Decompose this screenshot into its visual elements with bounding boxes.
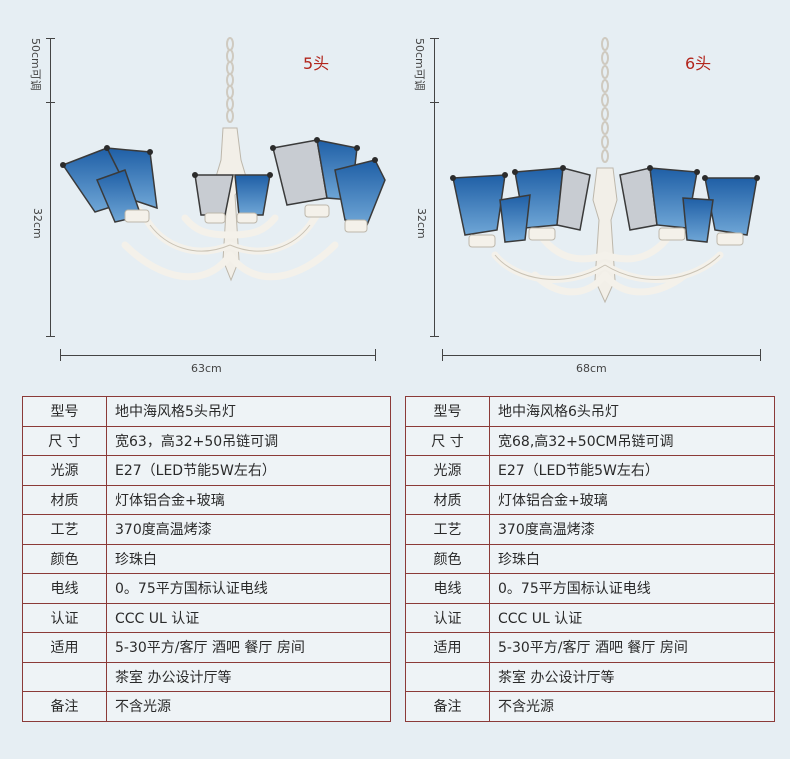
spec-key: 工艺 xyxy=(405,514,490,545)
width-label: 63cm xyxy=(191,362,222,375)
spec-value: 宽68,高32+50CM吊链可调 xyxy=(489,425,775,456)
width-dimension-line xyxy=(60,355,375,356)
dimension-tick xyxy=(760,349,761,361)
spec-value: 370度高温烤漆 xyxy=(106,514,391,545)
spec-key: 尺 寸 xyxy=(405,425,490,456)
spec-row: 尺 寸宽63，高32+50吊链可调 xyxy=(22,425,391,456)
product-panel-6-head: 50cm可调 32cm 6头 68cm xyxy=(395,0,790,385)
spec-value: CCC UL 认证 xyxy=(106,602,391,633)
spec-value: 地中海风格5头吊灯 xyxy=(106,396,391,427)
spec-key: 颜色 xyxy=(405,543,490,574)
dimension-tick xyxy=(46,38,55,39)
spec-value: 地中海风格6头吊灯 xyxy=(489,396,775,427)
spec-key: 认证 xyxy=(22,602,107,633)
chandelier-5-head-image xyxy=(60,37,386,282)
spec-value: 0。75平方国标认证电线 xyxy=(489,573,775,604)
dimension-tick xyxy=(430,336,439,337)
spec-key: 认证 xyxy=(405,602,490,633)
spec-value: 茶室 办公设计厅等 xyxy=(489,661,775,692)
spec-row: 备注不含光源 xyxy=(405,691,775,722)
spec-key xyxy=(22,661,107,692)
spec-row: 材质灯体铝合金+玻璃 xyxy=(22,484,391,515)
spec-value: 5-30平方/客厅 酒吧 餐厅 房间 xyxy=(489,632,775,663)
spec-value: CCC UL 认证 xyxy=(489,602,775,633)
spec-value: 不含光源 xyxy=(489,691,775,722)
spec-key: 光源 xyxy=(405,455,490,486)
spec-row: 茶室 办公设计厅等 xyxy=(22,661,391,692)
spec-key: 电线 xyxy=(405,573,490,604)
spec-key: 颜色 xyxy=(22,543,107,574)
spec-row: 材质灯体铝合金+玻璃 xyxy=(405,484,775,515)
spec-value: 灯体铝合金+玻璃 xyxy=(489,484,775,515)
spec-value: 5-30平方/客厅 酒吧 餐厅 房间 xyxy=(106,632,391,663)
spec-key: 适用 xyxy=(405,632,490,663)
head-count-label: 6头 xyxy=(685,54,712,73)
spec-key: 光源 xyxy=(22,455,107,486)
height-label: 32cm xyxy=(31,208,44,239)
dimension-tick xyxy=(442,349,443,361)
spec-key: 电线 xyxy=(22,573,107,604)
spec-key: 型号 xyxy=(22,396,107,427)
spec-value: 灯体铝合金+玻璃 xyxy=(106,484,391,515)
spec-value: 不含光源 xyxy=(106,691,391,722)
spec-value: 0。75平方国标认证电线 xyxy=(106,573,391,604)
spec-row: 备注不含光源 xyxy=(22,691,391,722)
product-panel-5-head: 50cm可调 32cm 5头 63cm xyxy=(0,0,395,385)
chain-length-label: 50cm可调 xyxy=(413,38,426,91)
width-dimension-line xyxy=(442,355,760,356)
spec-key: 型号 xyxy=(405,396,490,427)
spec-key: 工艺 xyxy=(22,514,107,545)
spec-value: E27（LED节能5W左右） xyxy=(489,455,775,486)
dimension-tick xyxy=(375,349,376,361)
dimension-tick xyxy=(46,336,55,337)
spec-key: 适用 xyxy=(22,632,107,663)
spec-value: E27（LED节能5W左右） xyxy=(106,455,391,486)
spec-row: 尺 寸宽68,高32+50CM吊链可调 xyxy=(405,425,775,456)
dimension-tick xyxy=(430,38,439,39)
chain-length-label: 50cm可调 xyxy=(29,38,42,91)
height-label: 32cm xyxy=(415,208,428,239)
spec-key: 材质 xyxy=(22,484,107,515)
spec-value: 370度高温烤漆 xyxy=(489,514,775,545)
spec-row: 型号地中海风格6头吊灯 xyxy=(405,396,775,427)
width-label: 68cm xyxy=(576,362,607,375)
spec-value: 宽63，高32+50吊链可调 xyxy=(106,425,391,456)
spec-value: 茶室 办公设计厅等 xyxy=(106,661,391,692)
dimension-tick xyxy=(430,102,439,103)
height-dimension-line xyxy=(434,38,435,336)
height-dimension-line xyxy=(50,38,51,336)
spec-row: 型号地中海风格5头吊灯 xyxy=(22,396,391,427)
spec-key: 备注 xyxy=(405,691,490,722)
spec-value: 珍珠白 xyxy=(106,543,391,574)
dimension-tick xyxy=(46,102,55,103)
spec-key: 材质 xyxy=(405,484,490,515)
head-count-label: 5头 xyxy=(303,54,330,73)
chandelier-6-head-image xyxy=(450,37,760,304)
spec-key: 备注 xyxy=(22,691,107,722)
dimension-tick xyxy=(60,349,61,361)
spec-value: 珍珠白 xyxy=(489,543,775,574)
spec-key: 尺 寸 xyxy=(22,425,107,456)
spec-row: 茶室 办公设计厅等 xyxy=(405,661,775,692)
spec-key xyxy=(405,661,490,692)
spec-row: 颜色珍珠白 xyxy=(22,543,391,574)
spec-row: 颜色珍珠白 xyxy=(405,543,775,574)
